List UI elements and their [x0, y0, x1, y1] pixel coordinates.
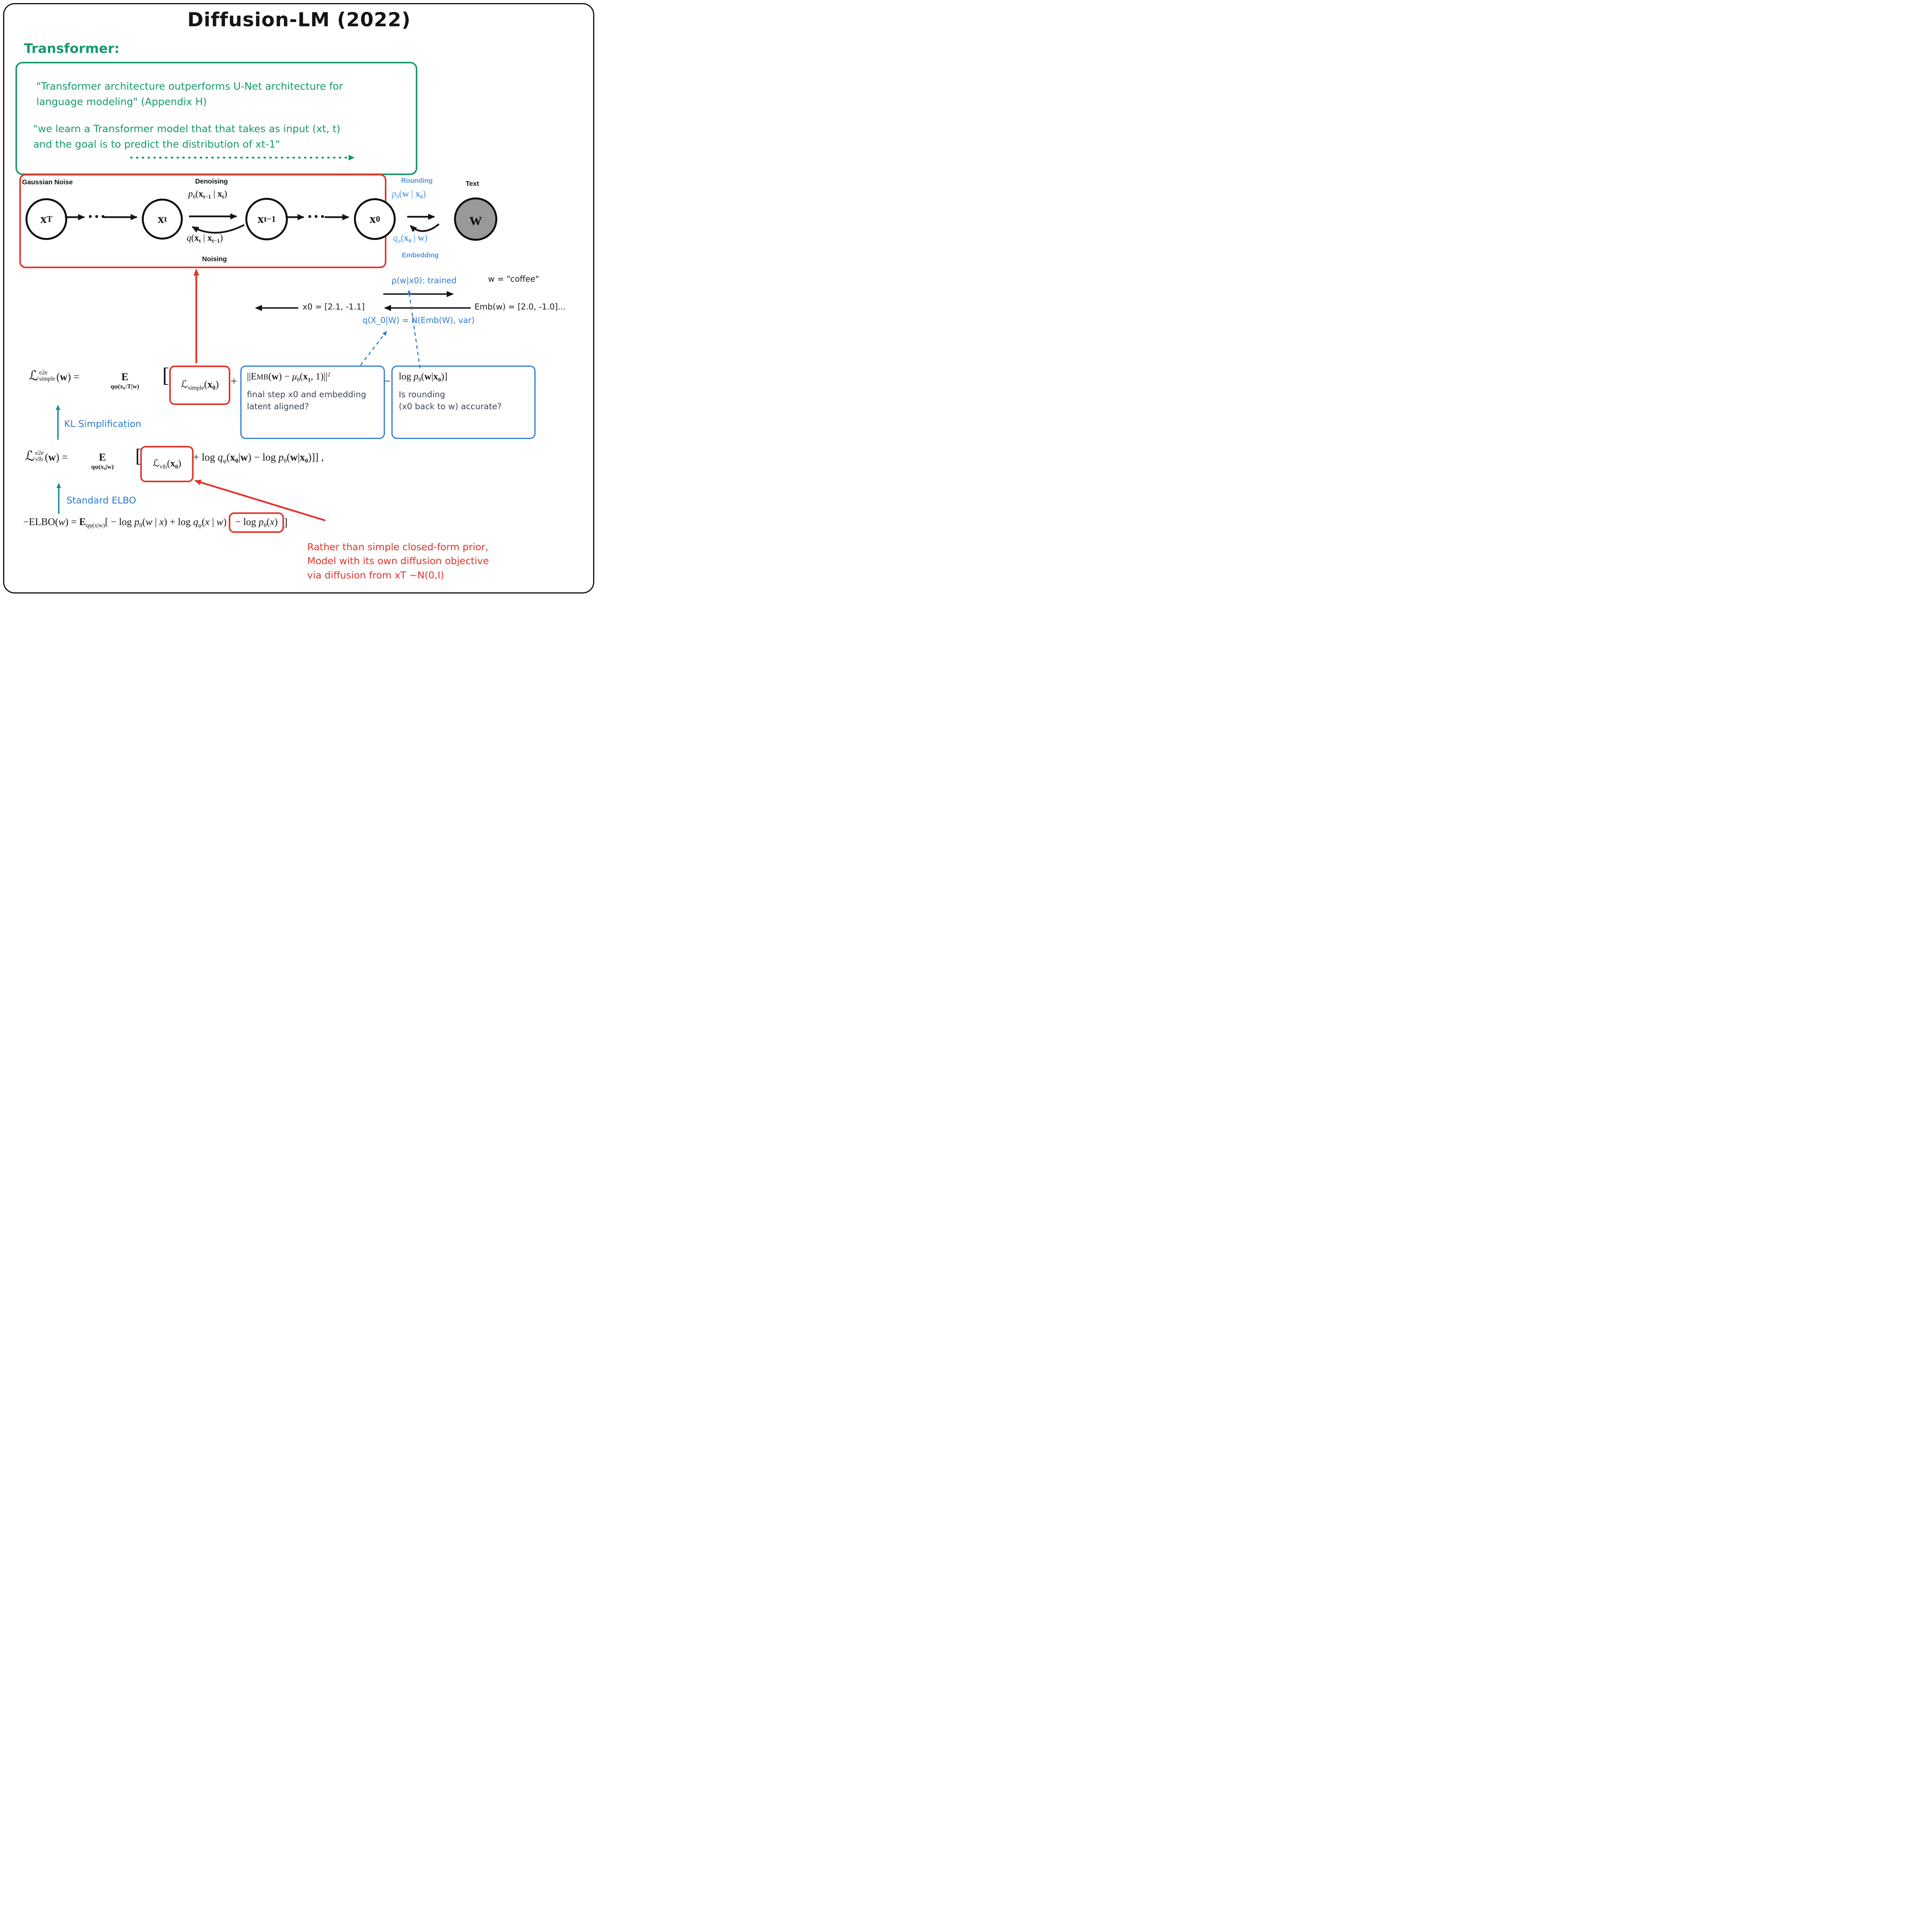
- note-diffusion-prior: Rather than simple closed-form prior, Mo…: [307, 541, 489, 581]
- box-rounding-term: log pθ(w|x0)] Is rounding (x0 back to w)…: [391, 366, 536, 439]
- label-gaussian-noise: Gaussian Noise: [22, 178, 73, 186]
- eq-elbo-close-bracket: ]: [284, 516, 288, 529]
- eq-simple-minus: −: [384, 375, 391, 388]
- eq-simple-open-bracket: [: [162, 364, 169, 387]
- label-denoising: Denoising: [195, 177, 228, 185]
- eq-emb-term: ||EMB(w) − μθ(x1, 1)||2: [247, 371, 330, 383]
- eq-p-rounding: pθ(w | x0): [392, 189, 426, 201]
- note-x0-value: x0 = [2.1, -1.1]: [303, 302, 365, 311]
- quote-architecture: "Transformer architecture outperforms U-…: [36, 81, 343, 108]
- note-emb-value: Emb(w) = [2.0, -1.0]...: [474, 302, 566, 311]
- whiteboard-page: Diffusion-LM (2022) Transformer: "Transf…: [0, 0, 598, 598]
- eq-elbo-head: −ELBO(w) = Eqφ(x|w)[ − log pθ(w | x) + l…: [23, 516, 227, 529]
- eq-elbo-row: −ELBO(w) = Eqφ(x|w)[ − log pθ(w | x) + l…: [23, 512, 287, 533]
- quote-transformer-input: "we learn a Transformer model that that …: [33, 123, 340, 151]
- label-noising: Noising: [202, 255, 227, 263]
- note-final-step: final step x0 and embedding latent align…: [247, 390, 366, 412]
- node-w-text: w: [454, 197, 497, 241]
- eq-simple-plus: +: [231, 375, 237, 388]
- box-vlb-loss: ℒvlb(x0): [140, 446, 194, 482]
- label-embedding: Embedding: [402, 251, 439, 259]
- note-w-coffee: w = "coffee": [488, 274, 539, 284]
- note-q-x0-given-w: q(X_0|W) = N(Emb(W), var): [362, 316, 475, 325]
- ellipsis-dots-right: •••: [307, 212, 327, 221]
- note-is-rounding: Is rounding (x0 back to w) accurate?: [399, 390, 502, 412]
- box-log-prior: − log pθ(x): [229, 512, 284, 533]
- page-title: Diffusion-LM (2022): [187, 9, 411, 31]
- box-simple-loss: ℒsimple(x0): [169, 366, 230, 405]
- eq-vlb-rest: + log qφ(x0|w) − log pθ(w|x0)]] ,: [193, 451, 324, 464]
- page-border: [3, 3, 594, 594]
- eq-vlb-open-bracket: [: [135, 445, 142, 466]
- box-embedding-term: ||EMB(w) − μθ(x1, 1)||2 final step x0 an…: [240, 366, 385, 439]
- label-rounding: Rounding: [401, 177, 433, 184]
- eq-rounding-term: log pθ(w|x0)]: [399, 371, 447, 383]
- label-standard-elbo: Standard ELBO: [66, 495, 136, 506]
- eq-q-embedding: qφ(x0 | w): [393, 233, 428, 245]
- ellipsis-dots-left: •••: [88, 212, 107, 221]
- transformer-label: Transformer:: [24, 41, 120, 56]
- note-rho-trained: ρ(w|x0): trained: [391, 276, 457, 285]
- label-text: Text: [466, 180, 479, 187]
- label-kl-simplification: KL Simplification: [64, 418, 141, 429]
- diffusion-diagram-box: [19, 174, 386, 268]
- transformer-quote-box: "Transformer architecture outperforms U-…: [15, 62, 417, 175]
- eq-p-denoise: pθ(xt−1 | xt): [188, 189, 227, 201]
- eq-q-noise: q(xt | xt−1): [187, 233, 223, 245]
